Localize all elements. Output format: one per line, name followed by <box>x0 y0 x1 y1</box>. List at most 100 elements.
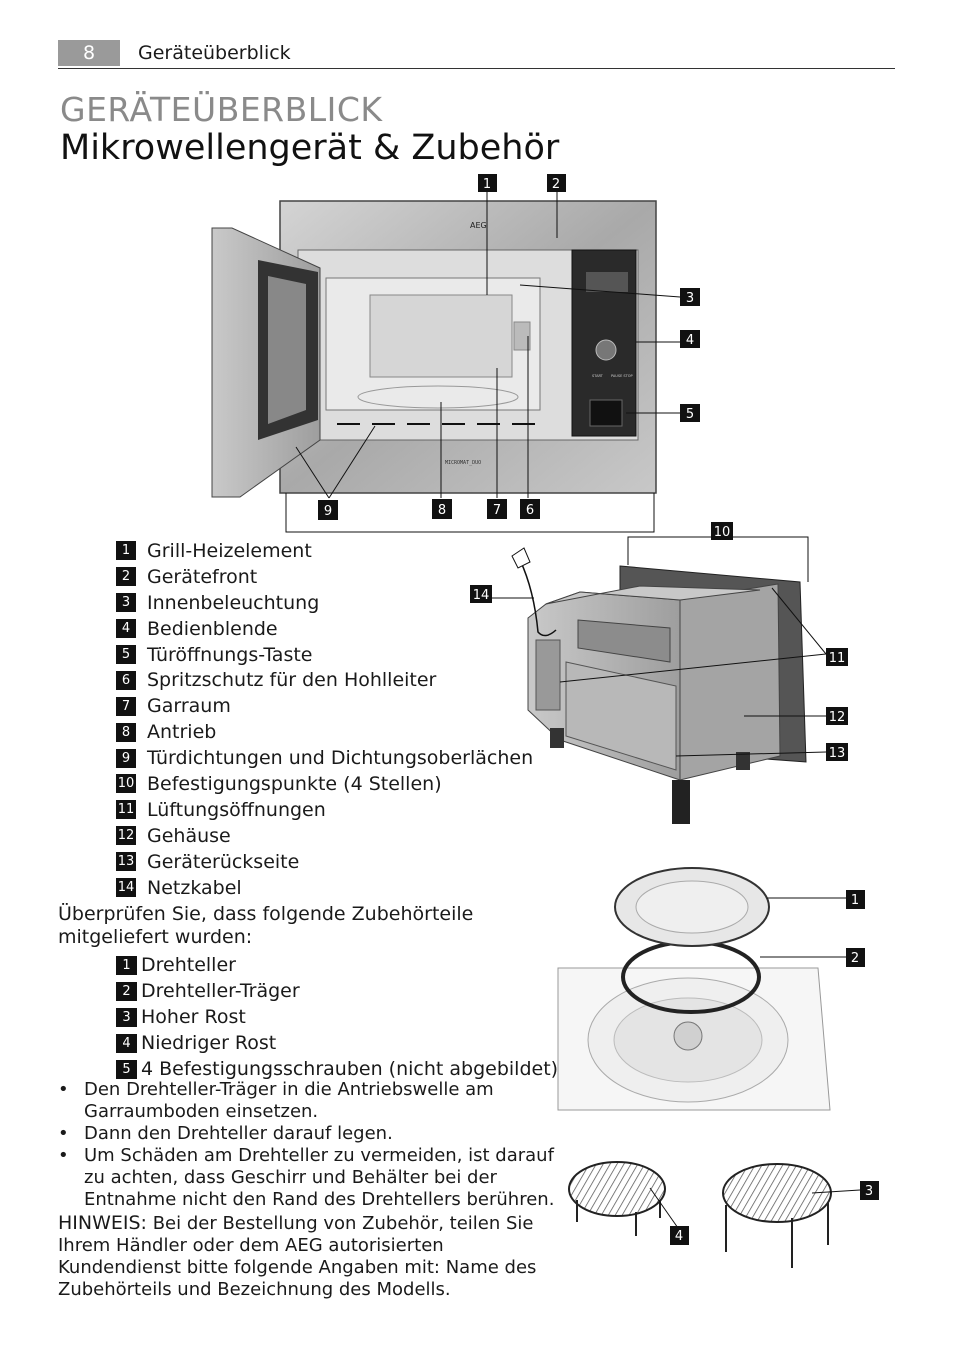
svg-text:11: 11 <box>829 651 846 666</box>
legend-number: 3 <box>116 593 136 613</box>
svg-text:4: 4 <box>675 1229 683 1244</box>
instruction-list: • Den Drehteller-Träger in die Antriebswe… <box>58 1079 568 1211</box>
legend-number: 6 <box>116 670 136 690</box>
bullet-item: • Dann den Drehteller darauf legen. <box>58 1123 568 1145</box>
svg-text:6: 6 <box>526 503 534 518</box>
callout-front-8: 8 <box>432 499 452 519</box>
legend-number: 10 <box>116 774 136 794</box>
legend-number: 9 <box>116 748 136 768</box>
panel-stop-label: PAUSE STOP <box>611 374 633 378</box>
legend-label: Geräterückseite <box>147 850 300 873</box>
callout-front-9: 9 <box>318 500 338 520</box>
svg-text:3: 3 <box>865 1184 873 1199</box>
legend-label: Befestigungspunkte (4 Stellen) <box>147 772 442 795</box>
bullet-icon: • <box>58 1123 69 1144</box>
note-paragraph: HINWEIS: Bei der Bestellung von Zubehör,… <box>58 1212 548 1301</box>
legend-number: 1 <box>116 541 136 561</box>
callout-back-13: 13 <box>826 743 848 761</box>
legend-label: Spritzschutz für den Hohlleiter <box>147 669 437 692</box>
legend-item: 6 Spritzschutz für den Hohlleiter <box>116 667 533 693</box>
callout-acc-4: 4 <box>670 1226 689 1245</box>
legend-item: 7 Garraum <box>116 693 533 719</box>
callout-front-3: 3 <box>680 288 700 306</box>
svg-text:8: 8 <box>438 503 446 518</box>
legend-number: 7 <box>116 696 136 716</box>
bullet-text: Dann den Drehteller darauf legen. <box>84 1123 393 1144</box>
legend-number: 13 <box>116 852 136 872</box>
bullet-text: Um Schäden am Drehteller zu vermeiden, i… <box>84 1145 555 1210</box>
note-text: Bei der Bestellung von Zubehör, teilen S… <box>58 1213 537 1300</box>
callout-front-2: 2 <box>547 174 566 192</box>
accessory-number: 4 <box>116 1033 137 1053</box>
section-header: Geräteüberblick <box>138 42 291 64</box>
svg-text:2: 2 <box>552 177 560 192</box>
svg-text:1: 1 <box>483 177 491 192</box>
bullet-text: Den Drehteller-Träger in die Antriebswel… <box>84 1079 494 1122</box>
callout-acc-3: 3 <box>860 1181 879 1200</box>
legend-label: Gerätefront <box>147 565 258 588</box>
legend-number: 11 <box>116 800 136 820</box>
legend-label: Türöffnungs-Taste <box>147 643 313 666</box>
page-number: 8 <box>58 40 120 66</box>
legend-label: Antrieb <box>147 721 217 744</box>
callout-back-10: 10 <box>711 522 733 540</box>
svg-text:2: 2 <box>851 951 859 966</box>
bullet-item: • Um Schäden am Drehteller zu vermeiden, … <box>58 1145 568 1211</box>
microwave-back-view <box>483 536 827 824</box>
callout-front-4: 4 <box>680 330 700 348</box>
svg-text:5: 5 <box>686 407 694 422</box>
callout-acc-1: 1 <box>846 890 865 909</box>
accessory-label: Drehteller <box>141 954 236 976</box>
legend-item: 3 Innenbeleuchtung <box>116 590 533 616</box>
callout-front-6: 6 <box>520 499 540 519</box>
page-title: GERÄTEÜBERBLICK <box>60 90 383 129</box>
accessory-label: 4 Befestigungsschrauben (nicht abgebilde… <box>141 1058 559 1080</box>
svg-text:9: 9 <box>324 504 332 519</box>
legend-item: 4 Bedienblende <box>116 616 533 642</box>
svg-text:10: 10 <box>714 525 731 540</box>
microwave-front-view: AEG MICROMAT_DUO START PAUSE STOP <box>211 192 681 533</box>
header-rule <box>58 68 895 69</box>
model-text: MICROMAT_DUO <box>445 460 481 466</box>
turntable-illustration <box>557 867 846 1111</box>
legend-label: Garraum <box>147 695 231 718</box>
accessory-label: Niedriger Rost <box>141 1032 277 1054</box>
legend-label: Grill-Heizelement <box>147 539 312 562</box>
legend-number: 5 <box>116 645 136 664</box>
accessory-label: Drehteller-Träger <box>141 980 300 1002</box>
legend-label: Innenbeleuchtung <box>147 591 320 614</box>
accessory-label: Hoher Rost <box>141 1006 246 1028</box>
legend-item: 13 Geräterückseite <box>116 849 533 875</box>
svg-text:4: 4 <box>686 333 694 348</box>
bullet-item: • Den Drehteller-Träger in die Antriebswe… <box>58 1079 568 1123</box>
accessory-number: 1 <box>116 955 137 975</box>
svg-text:12: 12 <box>829 710 846 725</box>
brand-logo: AEG <box>470 221 487 230</box>
note-label: HINWEIS: <box>58 1212 147 1234</box>
legend-number: 14 <box>116 878 136 898</box>
racks-illustration <box>568 1161 861 1268</box>
bullet-icon: • <box>58 1079 69 1100</box>
legend-label: Gehäuse <box>147 824 231 847</box>
legend-label: Bedienblende <box>147 617 278 640</box>
svg-text:3: 3 <box>686 291 694 306</box>
bullet-icon: • <box>58 1145 69 1166</box>
legend-label: Netzkabel <box>147 876 242 899</box>
accessory-number: 3 <box>116 1007 137 1027</box>
accessory-number: 5 <box>116 1059 137 1079</box>
callout-front-1: 1 <box>478 174 497 192</box>
panel-start-label: START <box>592 374 604 378</box>
svg-text:1: 1 <box>851 893 859 908</box>
legend-number: 4 <box>116 619 136 639</box>
callout-back-14: 14 <box>470 585 492 603</box>
